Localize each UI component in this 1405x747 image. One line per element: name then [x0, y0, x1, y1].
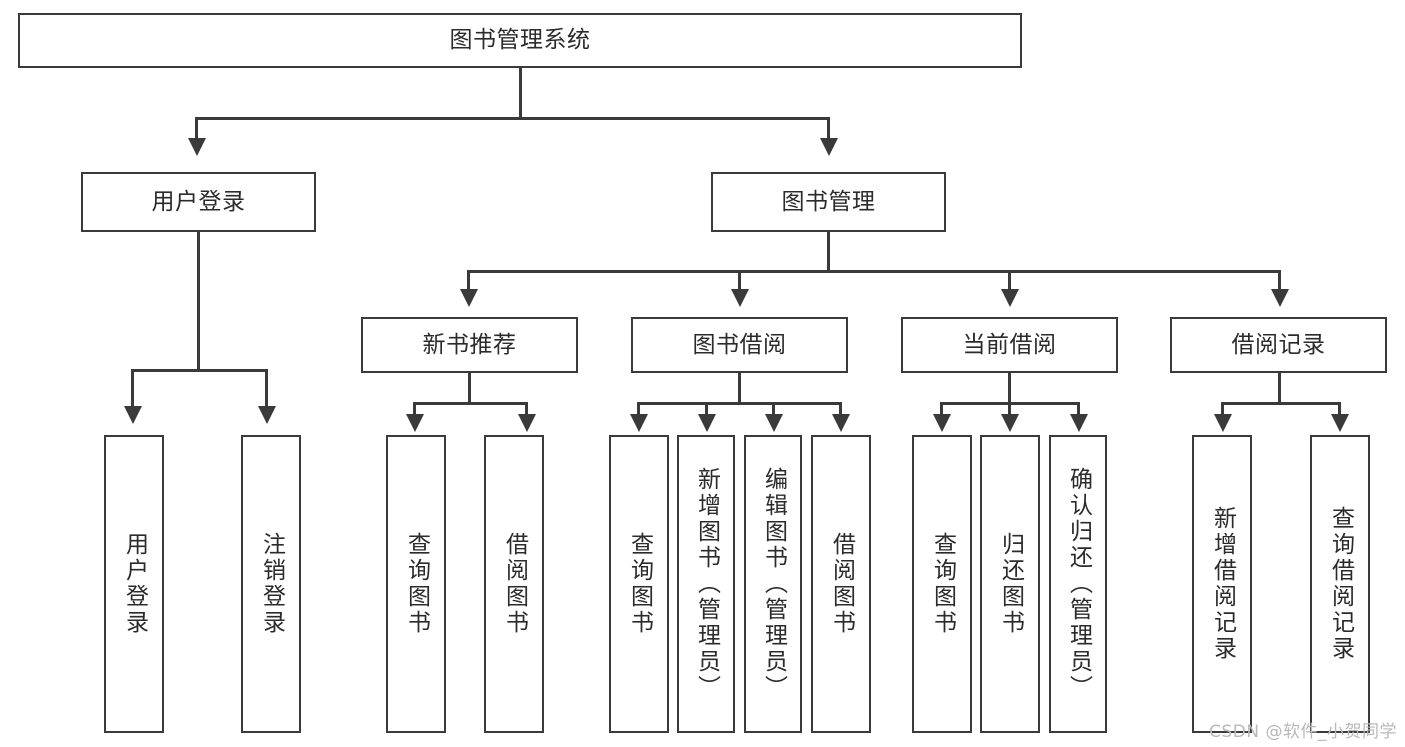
node-root-book-management-system[interactable]: 图书管理系统 — [18, 13, 1022, 68]
node-label: 借阅图书 — [501, 532, 528, 636]
connector-br-leaf-2 — [1338, 402, 1341, 417]
leaf-nbr-query-book[interactable]: 查询图书 — [386, 435, 446, 733]
node-label: 用户登录 — [121, 532, 148, 636]
connector-book-management-stem — [827, 232, 830, 272]
node-label: 新增借阅记录 — [1209, 506, 1236, 662]
arrowhead-book-borrow — [731, 289, 749, 307]
node-label: 当前借阅 — [962, 331, 1057, 358]
arrowhead-cb-leaf-2 — [1001, 414, 1019, 432]
connector-user-login-to-leaf-2 — [265, 369, 268, 409]
arrowhead-borrow-record — [1271, 289, 1289, 307]
node-user-login[interactable]: 用户登录 — [81, 172, 316, 232]
arrowhead-current-borrow — [1001, 289, 1019, 307]
connector-cb-leaf-3 — [1077, 402, 1080, 417]
node-label: 查询图书 — [626, 532, 653, 636]
node-label: 新增图书（管理员） — [693, 467, 720, 701]
connector-to-new-book-recommend — [467, 270, 470, 292]
connector-borrow-record-stem — [1278, 373, 1281, 404]
connector-user-login-to-leaf-1 — [131, 369, 134, 409]
connector-root-to-book-management — [827, 117, 830, 141]
node-label: 编辑图书（管理员） — [760, 467, 787, 701]
leaf-bb-edit-book-admin[interactable]: 编辑图书（管理员） — [744, 435, 802, 733]
leaf-br-add-record[interactable]: 新增借阅记录 — [1192, 435, 1252, 733]
node-new-book-recommend[interactable]: 新书推荐 — [361, 317, 578, 373]
leaf-user-login-logout[interactable]: 注销登录 — [241, 435, 301, 733]
connector-new-book-recommend-stem — [468, 373, 471, 404]
leaf-cb-query-book[interactable]: 查询图书 — [912, 435, 972, 733]
connector-current-borrow-stem — [1008, 373, 1011, 404]
node-book-management[interactable]: 图书管理 — [711, 172, 946, 232]
node-label: 新书推荐 — [422, 331, 517, 358]
leaf-cb-confirm-return-admin[interactable]: 确认归还（管理员） — [1049, 435, 1107, 733]
connector-borrow-record-bus — [1221, 402, 1341, 405]
connector-br-leaf-1 — [1221, 402, 1224, 417]
node-label: 借阅图书 — [828, 532, 855, 636]
arrowhead-bb-leaf-3 — [765, 414, 783, 432]
node-current-borrow[interactable]: 当前借阅 — [901, 317, 1118, 373]
node-label: 注销登录 — [258, 532, 285, 636]
leaf-cb-return-book[interactable]: 归还图书 — [980, 435, 1040, 733]
node-label: 用户登录 — [151, 188, 246, 215]
connector-cb-leaf-1 — [940, 402, 943, 417]
node-label: 图书管理系统 — [449, 27, 591, 54]
connector-bb-leaf-1 — [637, 402, 640, 417]
connector-book-borrow-bus — [637, 402, 842, 405]
node-label: 查询图书 — [929, 532, 956, 636]
node-book-borrow[interactable]: 图书借阅 — [631, 317, 848, 373]
arrowhead-bb-leaf-4 — [832, 414, 850, 432]
connector-bb-leaf-2 — [705, 402, 708, 417]
connector-nbr-leaf-1 — [413, 402, 416, 417]
connector-to-current-borrow — [1008, 270, 1011, 292]
node-label: 归还图书 — [997, 532, 1024, 636]
arrowhead-bb-leaf-2 — [698, 414, 716, 432]
node-label: 确认归还（管理员） — [1065, 467, 1092, 701]
arrowhead-nbr-leaf-1 — [406, 414, 424, 432]
arrowhead-cb-leaf-1 — [933, 414, 951, 432]
node-label: 查询图书 — [403, 532, 430, 636]
connector-root-bus — [195, 117, 830, 120]
arrowhead-br-leaf-1 — [1214, 414, 1232, 432]
arrowhead-br-leaf-2 — [1331, 414, 1349, 432]
node-label: 查询借阅记录 — [1327, 506, 1354, 662]
connector-new-book-recommend-bus — [413, 402, 528, 405]
connector-level3-bus — [467, 270, 1281, 273]
node-borrow-record[interactable]: 借阅记录 — [1170, 317, 1387, 373]
connector-user-login-stem — [197, 232, 200, 371]
node-label: 图书借阅 — [692, 331, 787, 358]
leaf-bb-query-book[interactable]: 查询图书 — [609, 435, 669, 733]
arrowhead-cb-leaf-3 — [1070, 414, 1088, 432]
arrowhead-user-login-leaf-1 — [124, 406, 142, 424]
arrowhead-nbr-leaf-2 — [518, 414, 536, 432]
node-label: 图书管理 — [781, 188, 876, 215]
arrowhead-bb-leaf-1 — [630, 414, 648, 432]
arrowhead-user-login-leaf-2 — [258, 406, 276, 424]
connector-root-stem — [519, 68, 522, 119]
arrowhead-new-book-recommend — [460, 289, 478, 307]
watermark-text: CSDN @软件_小贺同学 — [1209, 722, 1397, 742]
connector-nbr-leaf-2 — [525, 402, 528, 417]
leaf-user-login-login[interactable]: 用户登录 — [104, 435, 164, 733]
leaf-nbr-borrow-book[interactable]: 借阅图书 — [484, 435, 544, 733]
connector-bb-leaf-4 — [839, 402, 842, 417]
connector-root-to-user-login — [195, 117, 198, 141]
connector-bb-leaf-3 — [772, 402, 775, 417]
connector-user-login-bus — [131, 369, 268, 372]
leaf-br-query-record[interactable]: 查询借阅记录 — [1310, 435, 1370, 733]
connector-book-borrow-stem — [738, 373, 741, 404]
connector-to-borrow-record — [1278, 270, 1281, 292]
arrowhead-to-book-management — [820, 138, 838, 156]
leaf-bb-add-book-admin[interactable]: 新增图书（管理员） — [677, 435, 735, 733]
connector-cb-leaf-2 — [1008, 402, 1011, 417]
arrowhead-to-user-login — [188, 138, 206, 156]
node-label: 借阅记录 — [1231, 331, 1326, 358]
connector-to-book-borrow — [738, 270, 741, 292]
leaf-bb-borrow-book[interactable]: 借阅图书 — [811, 435, 871, 733]
